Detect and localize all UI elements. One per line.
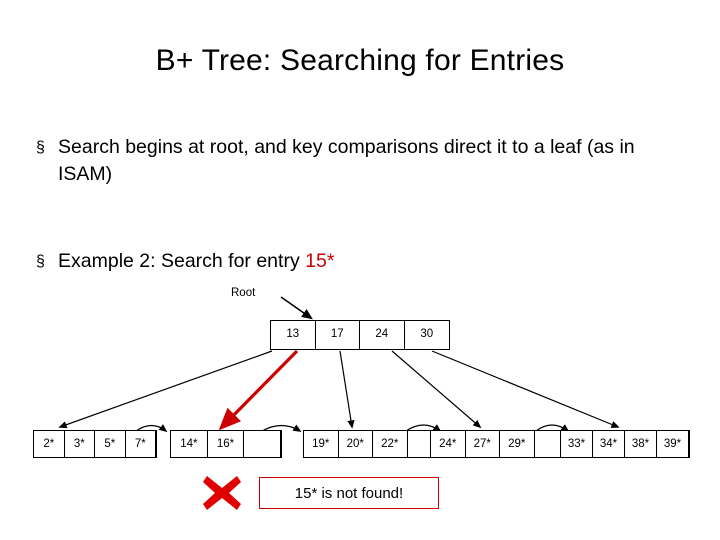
leaf-entry-cell: 5*: [95, 431, 126, 457]
root-key-cell: 13: [271, 321, 316, 349]
leaf-entry-cell: 3*: [65, 431, 95, 457]
leaf-entry-cell: 39*: [657, 431, 689, 457]
leaf-entry-cell-empty: [244, 431, 282, 457]
leaf-entry-cell: 34*: [593, 431, 625, 457]
bullet-text: Example 2: Search for entry 15*: [58, 248, 676, 275]
leaf-entry-cell: 14*: [171, 431, 208, 457]
bullet-marker: §: [36, 139, 45, 156]
root-node: 13 17 24 30: [270, 320, 450, 350]
leaf-node: 33* 34* 38* 39*: [560, 430, 690, 458]
leaf-entry-cell: 27*: [466, 431, 500, 457]
root-key-cell: 30: [420, 328, 434, 341]
leaf-entry-cell: 19*: [304, 431, 339, 457]
red-x-icon: [203, 476, 241, 510]
search-key-highlight: 15*: [305, 250, 335, 272]
leaf-entry-cell: 24*: [431, 431, 466, 457]
leaf-entry-cell: 7*: [126, 431, 156, 457]
not-found-message: 15* is not found!: [259, 477, 439, 509]
leaf-entry-cell: 29*: [500, 431, 535, 457]
leaf-entry-cell: 22*: [373, 431, 408, 457]
bullet-text-before: Example 2: Search for entry: [58, 250, 306, 272]
leaf-node: 2* 3* 5* 7*: [33, 430, 157, 458]
root-label: Root: [231, 287, 256, 299]
root-key-cell: 24: [360, 321, 405, 349]
leaf-entry-cell: 33*: [561, 431, 593, 457]
leaf-entry-cell: 20*: [339, 431, 373, 457]
leaf-node: 14* 16*: [170, 430, 282, 458]
bullet-item-2: § Example 2: Search for entry 15*: [36, 248, 676, 275]
leaf-entry-cell: 2*: [34, 431, 65, 457]
bullet-marker: §: [36, 253, 45, 270]
bullet-item-1: § Search begins at root, and key compari…: [36, 134, 676, 188]
leaf-node: 19* 20* 22*: [303, 430, 443, 458]
root-key-cell: 17: [316, 321, 360, 349]
bullet-text: Search begins at root, and key compariso…: [58, 136, 635, 185]
page-title: B+ Tree: Searching for Entries: [155, 44, 565, 77]
leaf-node: 24* 27* 29*: [430, 430, 570, 458]
leaf-entry-cell: 38*: [625, 431, 657, 457]
leaf-entry-cell: 16*: [208, 431, 245, 457]
